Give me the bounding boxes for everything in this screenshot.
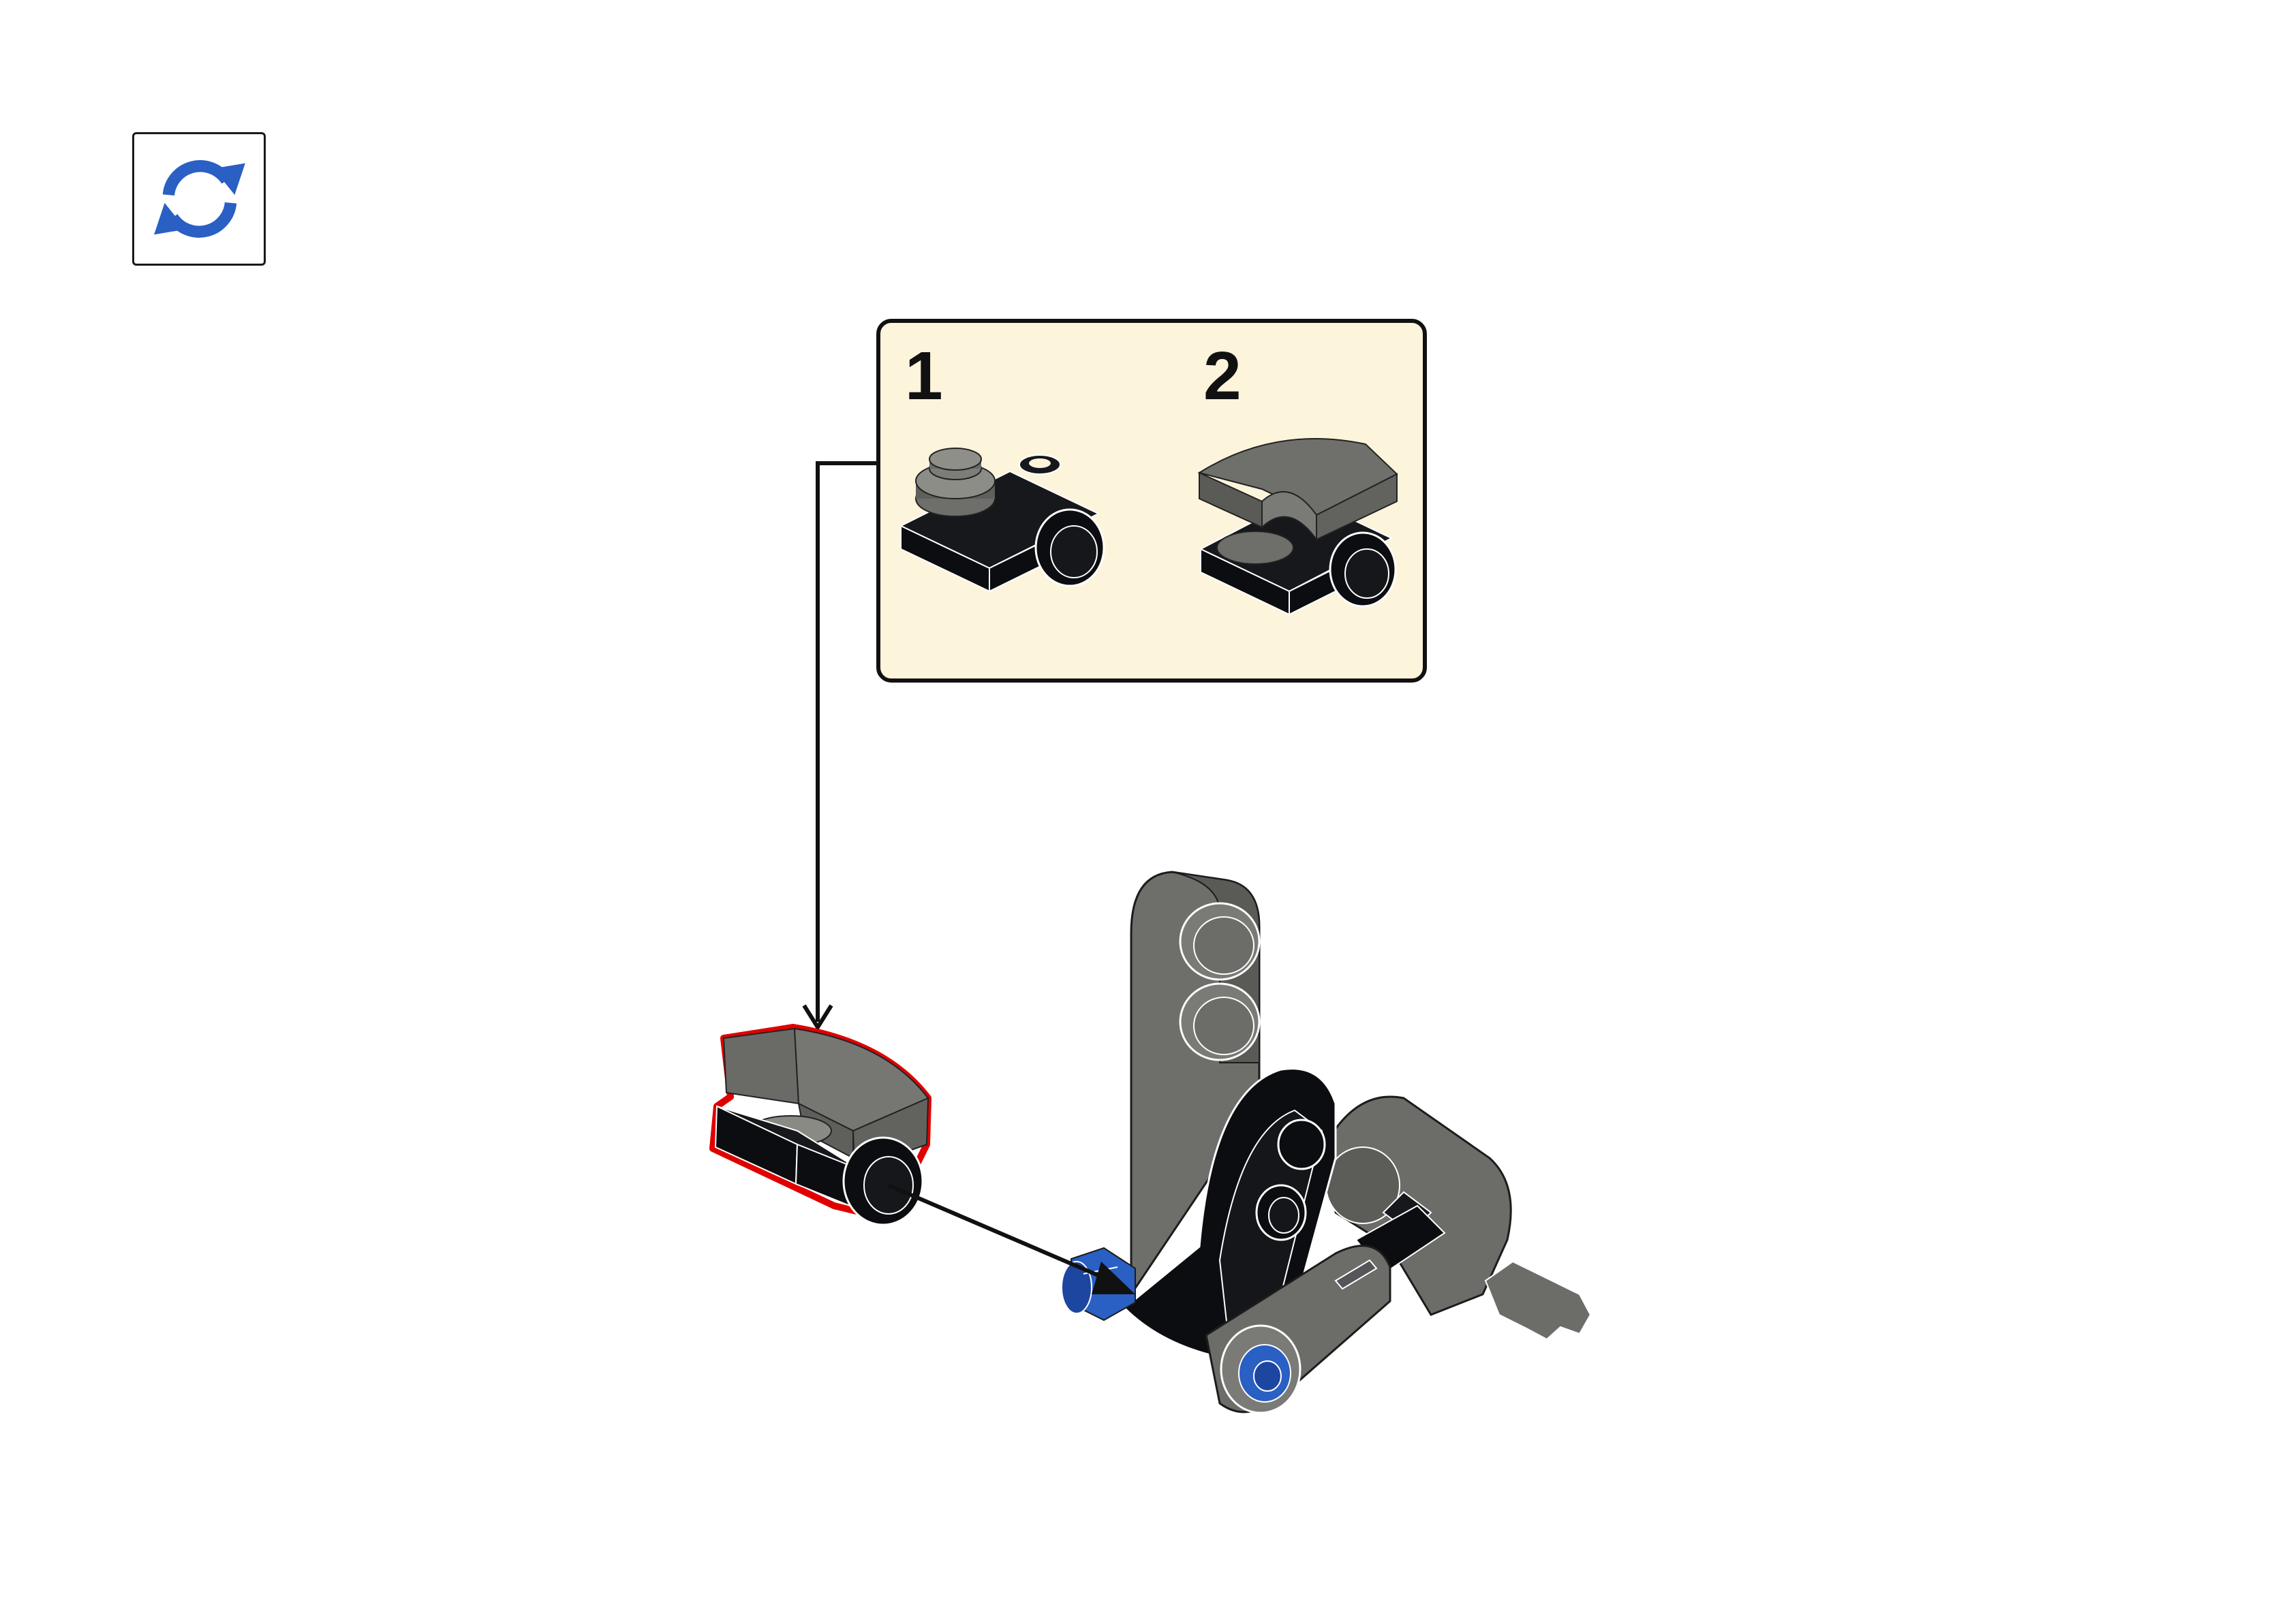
- sub-assembly-part-icon: [709, 1024, 931, 1226]
- model-assembly-icon: [1061, 871, 1592, 1414]
- sub-step-1-parts-icon: [899, 448, 1105, 593]
- rotate-arrows-icon: [154, 160, 245, 238]
- sub-step-number: 2: [1203, 338, 1242, 414]
- sub-step-number: 1: [905, 338, 943, 414]
- sub-assembly-panel: 1 2: [876, 319, 1427, 683]
- sub-assembly-illustration: [899, 438, 1398, 616]
- sub-step-2-parts-icon: [1197, 438, 1398, 616]
- rotate-model-icon: [132, 132, 266, 266]
- attach-arrow-icon: [887, 1183, 1135, 1294]
- callout-connector: [802, 461, 876, 1031]
